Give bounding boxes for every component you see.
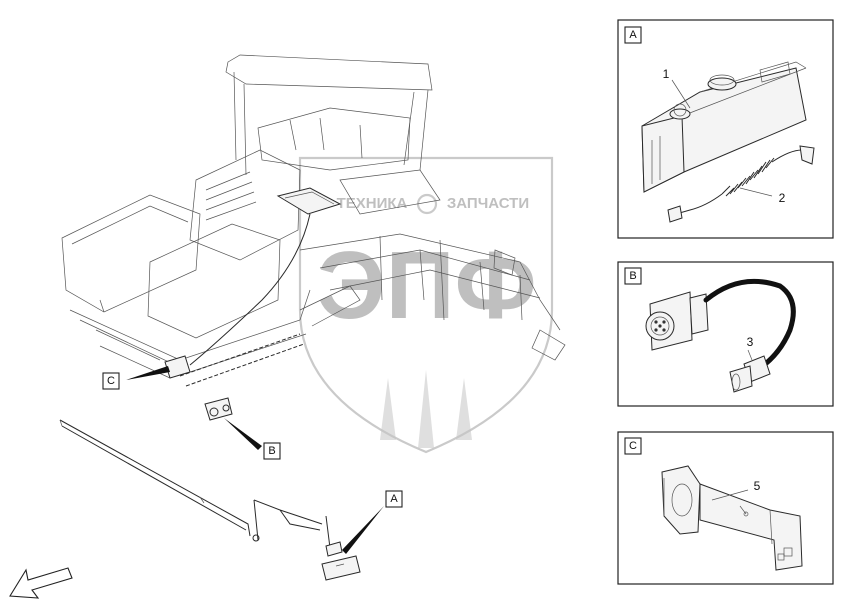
panel-c-item-5: 5 <box>754 479 761 493</box>
detail-panel-b: B 3 <box>617 261 834 407</box>
panel-a-item-2: 2 <box>779 191 786 205</box>
callout-c-leader <box>126 366 170 380</box>
watermark-wheat-icon <box>380 370 472 448</box>
direction-arrow-icon <box>9 567 73 599</box>
callout-b-leader <box>224 418 262 450</box>
mounting-bracket <box>661 465 803 571</box>
paver-assembly-drawing <box>61 54 566 421</box>
watermark-text-right: ЗАПЧАСТИ <box>447 195 529 212</box>
watermark-gear-icon <box>416 193 438 215</box>
detail-panel-c: C 5 <box>617 431 834 585</box>
watermark: ЭПФ ТЕХНИКА ЗАПЧАСТИ <box>298 156 554 454</box>
panel-a-item-1: 1 <box>663 67 670 81</box>
panel-c-tag-label: C <box>629 440 637 452</box>
control-box <box>641 61 807 193</box>
grade-ski-rod <box>59 419 361 581</box>
callout-c-label: C <box>107 375 115 387</box>
watermark-text-left: ТЕХНИКА <box>337 195 408 212</box>
panel-a-tag <box>624 26 642 44</box>
callout-c-tag <box>102 372 120 390</box>
watermark-letters: ЭПФ <box>317 232 536 339</box>
panel-b-tag-label: B <box>629 270 636 282</box>
callout-b-tag <box>263 442 281 460</box>
panel-b-item-3: 3 <box>747 335 754 349</box>
panel-a-tag-label: A <box>629 29 637 41</box>
callout-a-leader <box>342 506 384 554</box>
detail-panel-a: A 1 2 <box>617 19 834 239</box>
callout-a-tag <box>385 490 403 508</box>
panel-c-tag <box>624 437 642 455</box>
callout-b-label: B <box>268 445 275 457</box>
watermark-shield <box>298 156 554 454</box>
callout-a-label: A <box>390 493 398 505</box>
connector-cable <box>645 278 796 393</box>
coiled-cable <box>667 145 815 223</box>
panel-b-tag <box>624 267 642 285</box>
